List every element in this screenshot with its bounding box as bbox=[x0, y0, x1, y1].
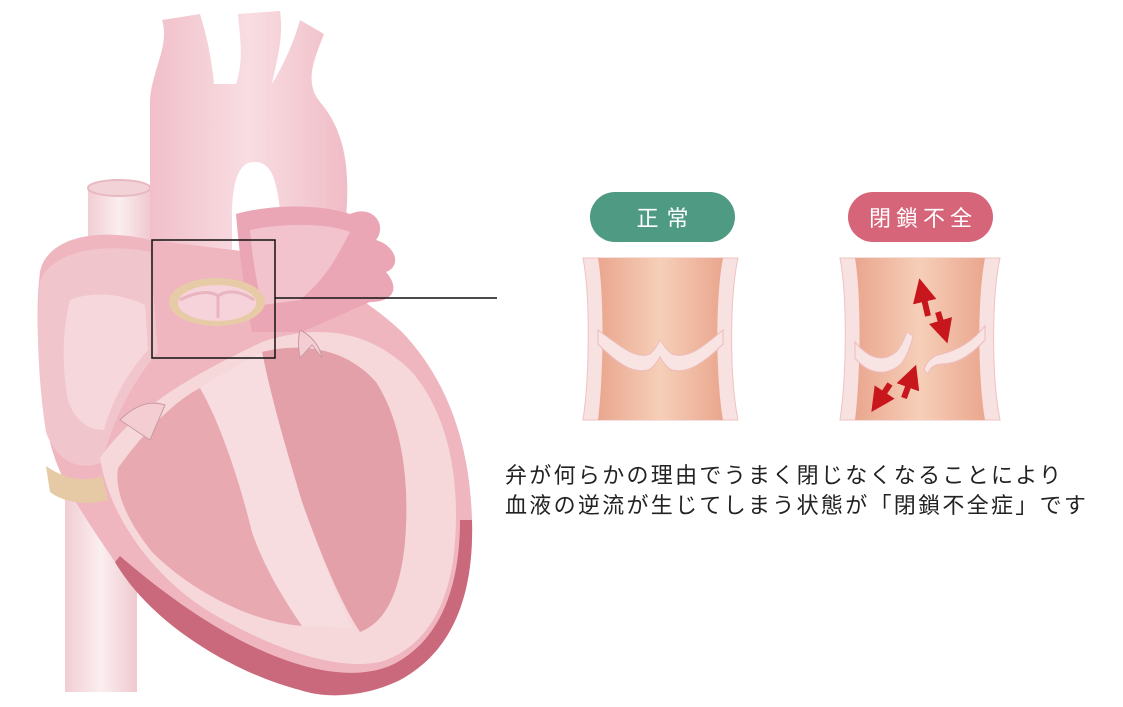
description-line-2: 血液の逆流が生じてしまう状態が「閉鎖不全症」です bbox=[505, 494, 1089, 519]
right-ventricle bbox=[117, 388, 302, 626]
aorta bbox=[150, 11, 348, 268]
insufficiency-vessel-lumen bbox=[855, 258, 985, 420]
left-ventricle bbox=[262, 347, 407, 632]
insufficiency-right-leaflet bbox=[923, 324, 986, 375]
regurgitation-arrow-down-bottom bbox=[871, 382, 895, 412]
description-line-1: 弁が何らかの理由でうまく閉じなくなることにより bbox=[505, 464, 1064, 489]
insufficiency-left-leaflet bbox=[854, 331, 914, 373]
coronary-groove bbox=[46, 466, 108, 503]
regurgitation-arrow-up-top bbox=[913, 278, 937, 317]
tricuspid-valve bbox=[119, 402, 166, 441]
aortic-valve-leaflets bbox=[179, 290, 255, 318]
right-atrium-inner-wall bbox=[63, 294, 148, 430]
normal-valve-leaflets bbox=[597, 328, 724, 372]
aortic-arch-gap bbox=[236, 162, 276, 222]
insufficiency-valve-diagram bbox=[839, 257, 1001, 421]
interventricular-septum bbox=[200, 352, 352, 628]
normal-valve-diagram bbox=[582, 257, 739, 421]
superior-vena-cava-opening bbox=[87, 179, 151, 197]
aortic-valve-callout-box bbox=[151, 239, 276, 359]
description-text: 弁が何らかの理由でうまく閉じなくなることにより 血液の逆流が生じてしまう状態が「… bbox=[505, 462, 1088, 522]
regurgitation-arrow-up-bottom bbox=[896, 364, 920, 400]
insufficiency-label-badge: 閉鎖不全 bbox=[848, 192, 993, 242]
mitral-valve bbox=[298, 329, 323, 360]
normal-vessel-lumen bbox=[598, 258, 723, 420]
normal-label-badge: 正常 bbox=[590, 192, 735, 242]
heart-illustration bbox=[37, 11, 473, 696]
regurgitation-arrow-down-top bbox=[929, 311, 953, 344]
